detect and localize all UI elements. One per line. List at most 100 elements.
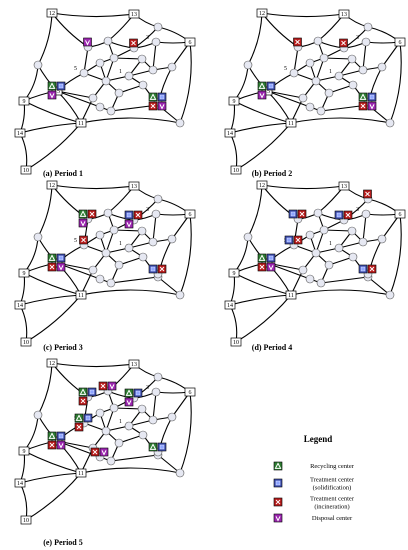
node-label: 14 xyxy=(17,303,23,309)
network-link xyxy=(23,100,82,124)
node-label: 3 xyxy=(146,35,149,41)
caption-period-2: (b) Period 2 xyxy=(252,169,292,178)
incineration-center-icon xyxy=(367,264,377,274)
network-node xyxy=(324,88,334,98)
network-node xyxy=(95,230,105,240)
network-link xyxy=(23,272,82,296)
caption-period-3: (c) Period 3 xyxy=(43,343,83,352)
node-label: 11 xyxy=(78,293,84,299)
node-box xyxy=(338,181,350,191)
node-box xyxy=(18,446,30,456)
disposal-center-icon xyxy=(99,447,109,457)
network-node xyxy=(151,37,161,47)
disposal-center-icon xyxy=(266,262,276,272)
node-box xyxy=(128,181,140,191)
network-link xyxy=(51,12,89,48)
node-label: 10 xyxy=(23,518,29,524)
network-link xyxy=(110,454,159,462)
node-box xyxy=(128,359,140,369)
incineration-center-icon xyxy=(47,262,57,272)
network-node xyxy=(79,68,89,78)
disposal-center-icon xyxy=(47,90,57,100)
network-node xyxy=(106,278,116,288)
network-link xyxy=(179,41,192,124)
node-label: 9 xyxy=(23,99,26,105)
node-box xyxy=(18,268,30,278)
node-label: 11 xyxy=(288,293,294,299)
disposal-center-icon xyxy=(83,37,92,47)
node-label: 1 xyxy=(119,419,122,425)
solidification-center-icon xyxy=(284,235,294,245)
node-box xyxy=(224,128,236,138)
network-node xyxy=(167,412,177,422)
network-link xyxy=(389,41,402,124)
incineration-center-icon xyxy=(133,210,143,220)
legend-disposal-label: Disposal center xyxy=(312,515,353,522)
network-node xyxy=(88,93,98,103)
node-label: 5 xyxy=(284,66,287,72)
node-label: 14 xyxy=(227,131,233,137)
caption-period-5: (e) Period 5 xyxy=(43,538,83,547)
node-label: 10 xyxy=(233,168,239,174)
network-node xyxy=(305,274,315,284)
incineration-center-icon xyxy=(129,38,138,48)
network-link xyxy=(290,289,391,296)
recycling-center-icon xyxy=(358,92,368,102)
network-node xyxy=(33,60,43,70)
node-label: 14 xyxy=(227,303,233,309)
network-node xyxy=(298,265,308,275)
network-link xyxy=(233,100,292,124)
incineration-center-icon xyxy=(157,264,167,274)
network-node xyxy=(305,102,315,112)
network-link xyxy=(229,304,238,343)
network-link xyxy=(389,213,402,296)
disposal-center-icon xyxy=(107,381,117,391)
network-link xyxy=(51,362,135,368)
node-label: 12 xyxy=(49,183,55,189)
network-link xyxy=(19,272,26,306)
network-node xyxy=(334,71,344,81)
network-node xyxy=(138,430,148,440)
network-link xyxy=(235,122,292,171)
solidification-center-icon xyxy=(358,264,368,274)
network-node xyxy=(324,260,334,270)
network-link xyxy=(233,236,249,274)
recycling-center-icon xyxy=(78,387,88,397)
network-link xyxy=(80,289,181,296)
node-label: 1 xyxy=(329,69,332,75)
node-label: 11 xyxy=(288,121,294,127)
solidification-center-icon xyxy=(266,81,276,91)
disposal-center-icon xyxy=(157,101,167,111)
node-label: 11 xyxy=(78,121,84,127)
network-node xyxy=(33,232,43,242)
network-node xyxy=(137,404,147,414)
node-box xyxy=(46,358,58,368)
network-link xyxy=(51,184,135,190)
incineration-center-icon xyxy=(148,101,158,111)
network-node xyxy=(137,226,147,236)
network-node xyxy=(311,248,321,258)
node-label: 10 xyxy=(23,168,29,174)
solidification-center-icon xyxy=(83,413,93,423)
network-node xyxy=(347,226,357,236)
node-label: 1 xyxy=(119,241,122,247)
node-label: 14 xyxy=(17,481,23,487)
network-link xyxy=(229,100,236,134)
incineration-center-icon xyxy=(47,440,57,450)
network-link xyxy=(23,450,82,474)
network-link xyxy=(247,12,263,66)
network-link xyxy=(229,132,238,171)
recycling-center-icon xyxy=(148,442,158,452)
solidification-center-icon xyxy=(334,210,344,220)
node-box xyxy=(228,268,240,278)
network-node xyxy=(363,22,373,32)
network-node xyxy=(33,410,43,420)
node-label: 9 xyxy=(233,99,236,105)
network-link xyxy=(19,450,26,484)
network-link xyxy=(19,472,82,484)
solidification-center-icon xyxy=(133,388,143,398)
node-box xyxy=(394,209,406,219)
